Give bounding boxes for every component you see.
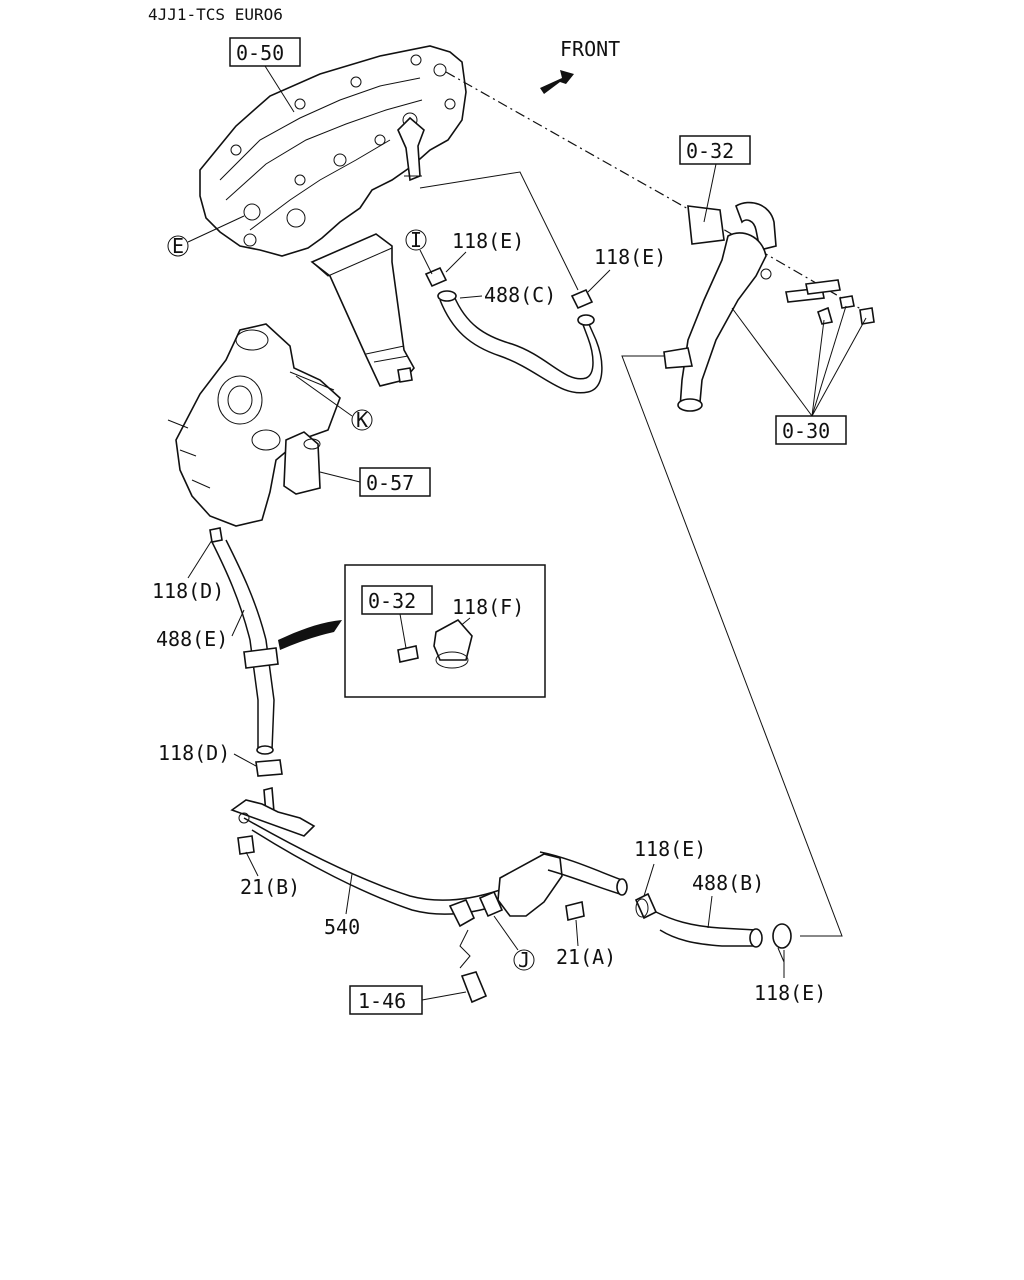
clamp-118f[interactable] (397, 618, 473, 669)
ref-0-30[interactable]: 0-30 (782, 419, 830, 443)
ref-box-0-57[interactable] (359, 467, 431, 497)
clamp-118d-b[interactable] (255, 759, 283, 777)
ref-box-0-32-top[interactable] (679, 135, 751, 165)
ref-0-50[interactable]: 0-50 (236, 41, 284, 65)
clamp-118e-a[interactable] (424, 266, 448, 288)
label-118f[interactable]: 118(F) (452, 595, 524, 619)
clamp-118e-c[interactable] (634, 892, 658, 920)
callout-e-circle[interactable] (167, 235, 189, 257)
callout-j[interactable]: J (518, 948, 530, 972)
label-118e-a[interactable]: 118(E) (452, 229, 524, 253)
callout-e[interactable]: E (172, 234, 184, 258)
callout-k-circle[interactable] (351, 409, 373, 431)
label-118d-b[interactable]: 118(D) (158, 741, 230, 765)
callout-k[interactable]: K (356, 408, 368, 432)
front-arrow-icon (540, 70, 574, 94)
diagram-title: 4JJ1-TCS EURO6 (148, 5, 283, 24)
label-118e-d[interactable]: 118(E) (754, 981, 826, 1005)
callout-i[interactable]: I (410, 228, 422, 252)
cylinder-head-assembly (199, 45, 467, 387)
hose-488c[interactable] (437, 290, 603, 394)
label-540[interactable]: 540 (324, 915, 360, 939)
ref-0-57[interactable]: 0-57 (366, 471, 414, 495)
callout-i-circle[interactable] (405, 229, 427, 251)
hose-stub-1-46 (459, 929, 488, 1004)
ref-0-32-inset[interactable]: 0-32 (368, 589, 416, 613)
clamp-118e-b[interactable] (570, 288, 594, 310)
label-118e-b[interactable]: 118(E) (594, 245, 666, 269)
callout-j-circle[interactable] (513, 949, 535, 971)
label-21a[interactable]: 21(A) (556, 945, 616, 969)
water-pipe-0-30[interactable] (663, 201, 875, 412)
label-488e[interactable]: 488(E) (156, 627, 228, 651)
hose-488b[interactable] (655, 911, 763, 948)
label-488b[interactable]: 488(B) (692, 871, 764, 895)
label-118d-a[interactable]: 118(D) (152, 579, 224, 603)
label-118e-c[interactable]: 118(E) (634, 837, 706, 861)
label-21b[interactable]: 21(B) (240, 875, 300, 899)
clamp-118e-d[interactable] (772, 923, 792, 963)
ref-box-1-46[interactable] (349, 985, 423, 1015)
label-488c[interactable]: 488(C) (484, 283, 556, 307)
pipe-540[interactable] (230, 786, 628, 928)
ref-1-46[interactable]: 1-46 (358, 989, 406, 1013)
ref-0-32-top[interactable]: 0-32 (686, 139, 734, 163)
turbo-housing (167, 323, 341, 543)
ref-box-0-30[interactable] (775, 415, 847, 445)
ref-box-0-32-inset[interactable] (361, 585, 433, 615)
hose-488e[interactable] (211, 539, 279, 755)
front-label: FRONT (560, 37, 620, 61)
